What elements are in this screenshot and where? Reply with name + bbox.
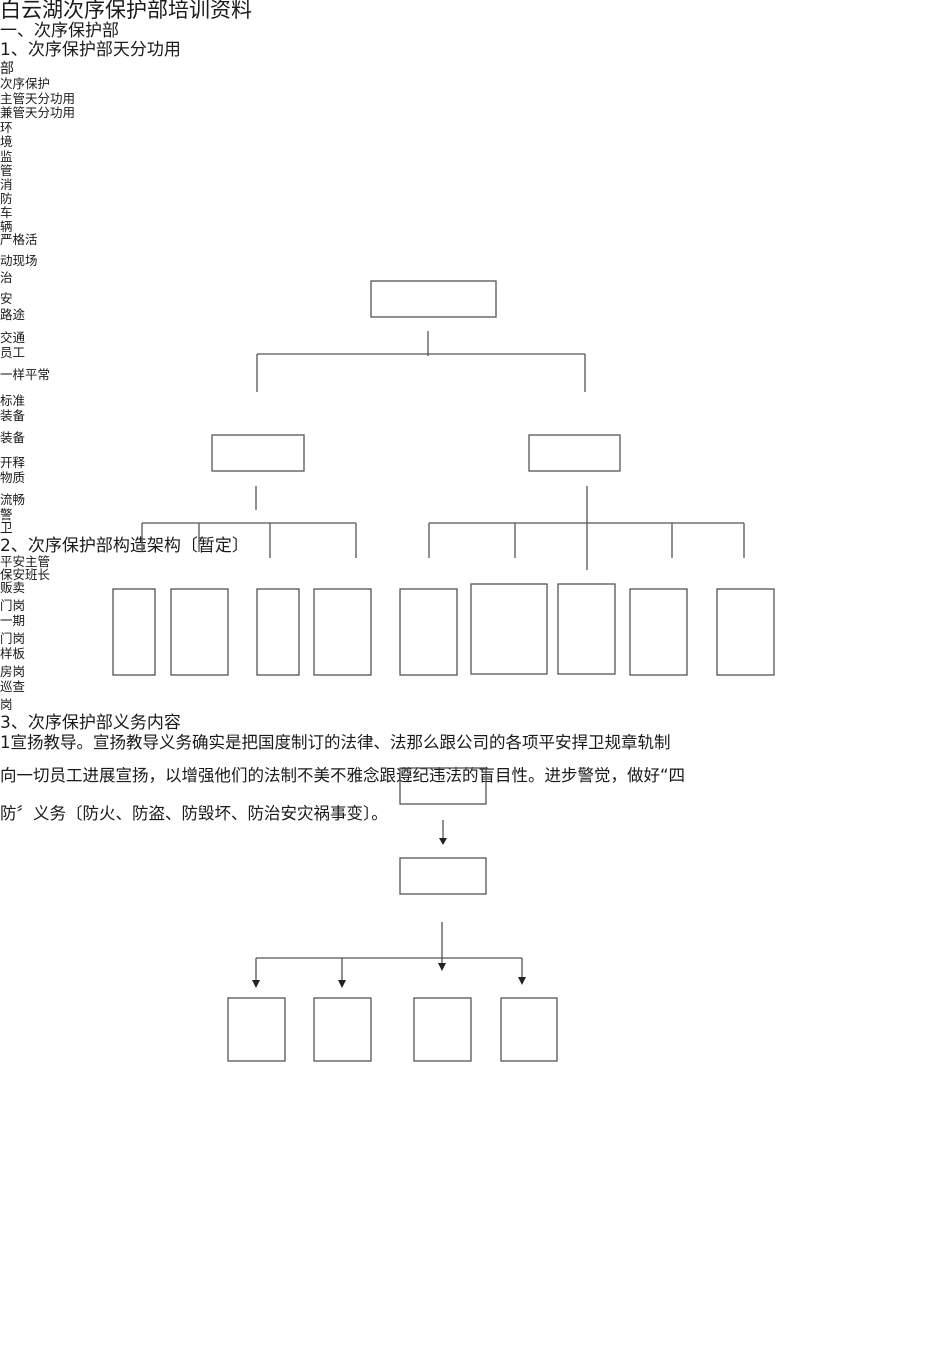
subheading-tasks: 3、次序保护部义务内容 <box>0 713 181 733</box>
fragment-text: 辆 <box>0 219 13 234</box>
fragment-text: 兼管天分功用 <box>0 105 76 120</box>
fragment-text: 岗 <box>0 697 13 712</box>
org-box-top <box>370 280 497 318</box>
fragment-text: 开释 <box>0 455 26 470</box>
fragment-text: 防 <box>0 191 13 206</box>
fragment-text: 境 <box>0 134 13 149</box>
org-box-bottom <box>629 588 688 676</box>
flow-box-bottom <box>313 997 372 1062</box>
org-box-bottom <box>716 588 775 676</box>
fragment-text: 严格活 <box>0 232 38 247</box>
fragment-text: 装备 <box>0 430 26 445</box>
org-box-bottom <box>170 588 229 676</box>
arrow-icon <box>518 977 526 985</box>
fragment-text: 次序保护 <box>0 76 51 91</box>
flow-box-bottom <box>413 997 472 1062</box>
org-box-bottom <box>557 583 616 675</box>
fragment-text: 物质 <box>0 470 26 485</box>
org-box-bottom <box>313 588 372 676</box>
org-box-bottom <box>399 588 458 676</box>
fragment-text: 车 <box>0 205 13 220</box>
org-box-bottom <box>112 588 156 676</box>
org-box-bottom <box>256 588 300 676</box>
fragment-text: 保安班长 <box>0 567 51 582</box>
fragment-text: 警 <box>0 507 13 522</box>
arrow-icon <box>338 980 346 988</box>
fragment-text: 门岗 <box>0 631 26 646</box>
fragment-text: 流畅 <box>0 492 26 507</box>
fragment-text: 动现场 <box>0 253 38 268</box>
fragment-text: 卫 <box>0 520 13 535</box>
flow-box-middle <box>399 857 487 895</box>
fragment-text: 交通 <box>0 330 26 345</box>
arrow-icon <box>439 838 447 845</box>
fragment-text: 监 <box>0 149 13 164</box>
fragment-text: 装备 <box>0 408 26 423</box>
fragment-text: 巡查 <box>0 679 26 694</box>
fragment-text: 部 <box>0 61 14 77</box>
fragment-text: 标准 <box>0 393 26 408</box>
fragment-text: 治 <box>0 270 13 285</box>
flow-box-bottom <box>227 997 286 1062</box>
paragraph-line: 防〞义务〔防火、防盗、防毁坏、防治安灾祸事变〕。 <box>0 804 388 823</box>
fragment-text: 管 <box>0 163 13 178</box>
org-box-left <box>211 434 305 472</box>
subheading-structure: 2、次序保护部构造架构〔暂定〕 <box>0 536 249 556</box>
paragraph-line: 1宣扬教导。宣扬教导义务确实是把国度制订的法律、法那么跟公司的各项平安捍卫规章轨… <box>0 733 671 752</box>
fragment-text: 环 <box>0 120 13 135</box>
fragment-text: 房岗 <box>0 664 26 679</box>
subheading-duties: 1、次序保护部天分功用 <box>0 40 181 60</box>
fragment-text: 员工 <box>0 345 26 360</box>
org-box-bottom <box>470 583 548 675</box>
org-box-right <box>528 434 621 472</box>
fragment-text: 一期 <box>0 613 26 628</box>
document-title: 白云湖次序保护部培训资料 <box>0 0 252 22</box>
arrow-icon <box>252 980 260 988</box>
fragment-text: 门岗 <box>0 598 26 613</box>
fragment-text: 贩卖 <box>0 580 26 595</box>
flow-box-bottom <box>500 997 558 1062</box>
fragment-text: 消 <box>0 177 13 192</box>
fragment-text: 主管天分功用 <box>0 91 76 106</box>
fragment-text: 平安主管 <box>0 554 51 569</box>
paragraph-line: 向一切员工进展宣扬，以增强他们的法制不美不雅念跟遵纪违法的盲目性。进步警觉，做好… <box>0 766 686 785</box>
fragment-text: 一样平常 <box>0 367 51 382</box>
section-heading: 一、次序保护部 <box>0 21 119 41</box>
fragment-text: 安 <box>0 291 13 306</box>
fragment-text: 路途 <box>0 307 26 322</box>
arrow-icon <box>438 963 446 971</box>
fragment-text: 样板 <box>0 646 26 661</box>
